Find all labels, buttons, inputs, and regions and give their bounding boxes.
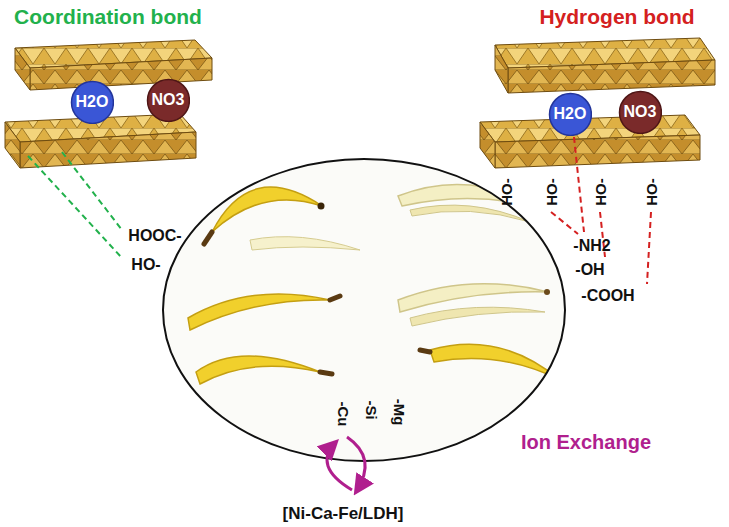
metal-label: -Mg: [391, 399, 408, 426]
hydroxyl-group: HO-: [643, 178, 660, 206]
node-text: H2O: [554, 105, 587, 123]
functional-group: HO-: [131, 256, 160, 274]
water-molecule: H2O: [70, 80, 115, 125]
label-text: HO-: [131, 256, 160, 273]
label-text: HO-: [643, 178, 660, 206]
nitrate-ion: NO3: [618, 90, 663, 135]
process-label: Ion Exchange: [521, 431, 651, 454]
water-molecule: H2O: [548, 92, 593, 137]
metal-label: -Si: [363, 400, 380, 419]
banana-picture: [188, 184, 562, 384]
ldh-layer: [495, 38, 715, 93]
circle-shape: [549, 93, 591, 135]
oval-outline: [163, 159, 565, 461]
label-text: HO-: [543, 178, 560, 206]
ion-exchange-arrow: [327, 437, 365, 492]
coordination-line: [28, 152, 122, 258]
label-text: -Mg: [391, 399, 408, 426]
ldh-layer: [5, 114, 196, 168]
label-text: HO-: [498, 178, 515, 206]
functional-group: -COOH: [581, 287, 634, 305]
label-text: Coordination bond: [14, 5, 202, 28]
ldh-layer: [15, 40, 212, 90]
label-text: HO-: [592, 178, 609, 206]
biomass-oval: [163, 159, 565, 461]
circle-shape: [71, 81, 113, 123]
label-text: -OH: [575, 261, 604, 278]
nitrate-ion: NO3: [146, 78, 191, 123]
label-text: Hydrogen bond: [539, 5, 694, 28]
node-text: NO3: [624, 103, 657, 121]
circle-shape: [619, 91, 661, 133]
label-text: [Ni-Ca-Fe/LDH]: [283, 504, 404, 523]
hydrogen-bond-line: [551, 137, 651, 284]
hydroxyl-group: HO-: [498, 178, 515, 206]
hydroxyl-group: HO-: [543, 178, 560, 206]
circle-shape: [147, 79, 189, 121]
hydroxyl-group: HO-: [592, 178, 609, 206]
functional-group: -NH2: [573, 237, 610, 255]
label-text: -Si: [363, 400, 380, 419]
label-text: -Cu: [335, 402, 352, 427]
heading: Hydrogen bond: [539, 5, 694, 29]
functional-group: HOOC-: [128, 227, 181, 245]
metal-label: -Cu: [335, 402, 352, 427]
label-text: -NH2: [573, 237, 610, 254]
functional-group: -OH: [575, 261, 604, 279]
compound-label: [Ni-Ca-Fe/LDH]: [283, 504, 404, 524]
label-text: Ion Exchange: [521, 431, 651, 453]
ldh-layer: [480, 115, 700, 168]
node-text: H2O: [76, 93, 109, 111]
heading: Coordination bond: [14, 5, 202, 29]
label-text: -COOH: [581, 287, 634, 304]
node-text: NO3: [152, 91, 185, 109]
label-text: HOOC-: [128, 227, 181, 244]
